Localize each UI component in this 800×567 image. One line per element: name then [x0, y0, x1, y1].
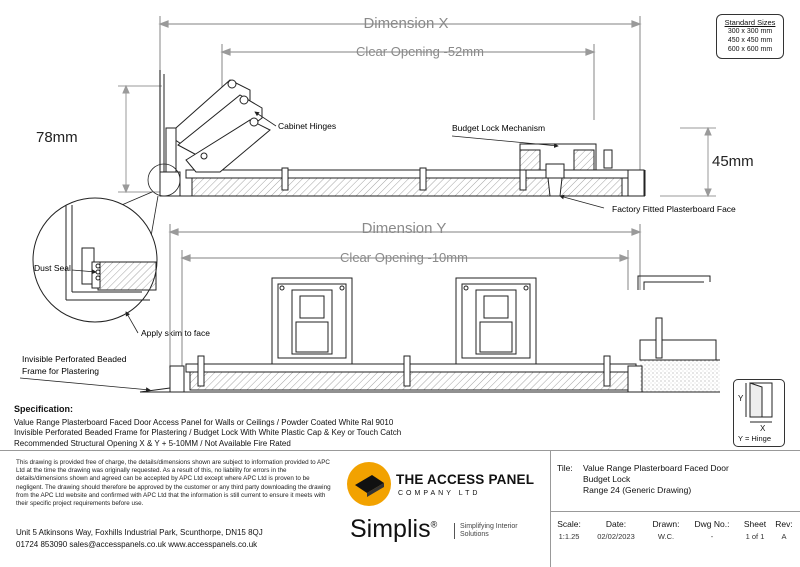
standard-sizes-box: Standard Sizes 300 x 300 mm 450 x 450 mm… [716, 14, 784, 59]
rev-label: Rev: [775, 519, 793, 529]
detail-section [65, 205, 157, 301]
simplis-tagline: Simplifying Interior Solutions [454, 523, 518, 539]
simplis-wordmark: Simplis® [350, 515, 437, 544]
skim-callout: Apply skim to face [141, 328, 210, 338]
tagline-line1: Simplifying Interior [460, 523, 518, 530]
technical-drawing: Dimension X Clear Opening -52mm 78mm 45m… [19, 15, 773, 423]
rev-field: Rev: A [772, 519, 796, 541]
title-label: Tile: [557, 463, 573, 473]
date-value: 02/02/2023 [597, 532, 635, 541]
hinge-block-right [455, 277, 537, 365]
callout-leaders-top [254, 111, 605, 209]
drawn-field: Drawn: W.C. [646, 519, 686, 541]
hinge-block-left [271, 277, 353, 365]
key-x-label: X [760, 424, 766, 433]
key-y-label: Y [738, 394, 744, 403]
company-address: Unit 5 Atkinsons Way, Foxhills Industria… [16, 527, 263, 551]
address-line: Unit 5 Atkinsons Way, Foxhills Industria… [16, 528, 263, 537]
factory-face-callout: Factory Fitted Plasterboard Face [612, 204, 736, 214]
dimension-x [158, 16, 642, 170]
budget-lock-mechanism [519, 143, 613, 197]
height-78-label: 78mm [36, 129, 78, 146]
frame-callout-line1: Invisible Perforated Beaded [22, 354, 127, 364]
title-line1: Value Range Plasterboard Faced Door [583, 463, 729, 473]
specification-heading: Specification: [14, 404, 74, 414]
contact-line: 01724 853090 sales@accesspanels.co.uk ww… [16, 540, 258, 549]
height-45-label: 45mm [712, 153, 754, 170]
bottom-section-panel [139, 363, 720, 393]
clear-opening-y-label: Clear Opening -10mm [340, 250, 468, 265]
dimension-y [168, 224, 642, 368]
title-divider [550, 511, 800, 512]
company-logo: THE ACCESS PANEL COMPANY LTD Simplis® Si… [346, 459, 546, 559]
specification-line: Value Range Plasterboard Faced Door Acce… [14, 417, 394, 427]
clear-opening-x [220, 44, 596, 120]
clear-opening-y [180, 250, 630, 368]
height-45-dimension [660, 126, 716, 198]
title-line3: Range 24 (Generic Drawing) [583, 485, 692, 495]
cabinet-hinge-assembly [165, 79, 271, 173]
scale-label: Scale: [557, 519, 581, 529]
title-line2: Budget Lock [583, 474, 631, 484]
standard-sizes-heading: Standard Sizes [724, 18, 776, 27]
sheet-value: 1 of 1 [745, 532, 765, 541]
disclaimer-text: This drawing is provided free of charge,… [16, 459, 331, 508]
standard-size-item: 600 x 600 mm [727, 46, 773, 53]
brand-name: THE ACCESS PANEL [396, 472, 535, 487]
dimension-y-label: Dimension Y [362, 220, 447, 237]
substrate-detail [637, 275, 720, 392]
orientation-key: Y X Y = Hinge [733, 379, 785, 447]
title-block: This drawing is provided free of charge,… [0, 450, 800, 567]
dimension-x-label: Dimension X [363, 15, 448, 32]
simplis-text: Simplis [350, 515, 431, 543]
height-78-dimension [118, 84, 162, 194]
rev-value: A [781, 532, 787, 541]
dwg-field: Dwg No.: - [692, 519, 732, 541]
title-separator [550, 451, 551, 567]
tagline-line2: Solutions [460, 531, 489, 538]
clear-opening-x-label: Clear Opening -52mm [356, 44, 484, 59]
date-field: Date: 02/02/2023 [590, 519, 642, 541]
screws-bottom [197, 355, 611, 387]
door-key-diagram [745, 382, 773, 423]
scale-value: 1:1.25 [558, 532, 580, 541]
specification-line: Invisible Perforated Beaded Frame for Pl… [14, 428, 402, 437]
frame-callout-line2: Frame for Plastering [22, 366, 99, 376]
brand-subtitle: COMPANY LTD [398, 490, 481, 497]
standard-size-item: 450 x 450 mm [727, 37, 773, 44]
dust-seal-callout: Dust Seal [34, 263, 71, 273]
sheet-field: Sheet 1 of 1 [738, 519, 772, 541]
sheet-label: Sheet [743, 519, 767, 529]
standard-size-item: 300 x 300 mm [727, 28, 773, 35]
title-values: Value Range Plasterboard Faced Door Budg… [583, 463, 793, 496]
top-section-panel [159, 70, 646, 197]
detail-callout [32, 163, 181, 323]
registered-mark: ® [430, 519, 438, 530]
drawn-value: W.C. [657, 532, 675, 541]
date-label: Date: [605, 519, 627, 529]
dwg-label: Dwg No.: [694, 519, 730, 529]
dust-seal-leader [71, 269, 97, 275]
access-panel-logo-icon [347, 462, 391, 506]
specification-block: Specification: Value Range Plasterboard … [14, 404, 554, 449]
scale-field: Scale: 1:1.25 [554, 519, 584, 541]
budget-lock-callout: Budget Lock Mechanism [452, 123, 545, 133]
specification-line: Recommended Structural Opening X & Y + 5… [14, 438, 291, 448]
cabinet-hinges-callout: Cabinet Hinges [278, 121, 336, 131]
key-hinge-label: Y = Hinge [738, 434, 772, 443]
frame-leader [19, 377, 151, 393]
skim-leader [125, 311, 139, 334]
dwg-value: - [710, 532, 714, 541]
drawn-label: Drawn: [652, 519, 680, 529]
